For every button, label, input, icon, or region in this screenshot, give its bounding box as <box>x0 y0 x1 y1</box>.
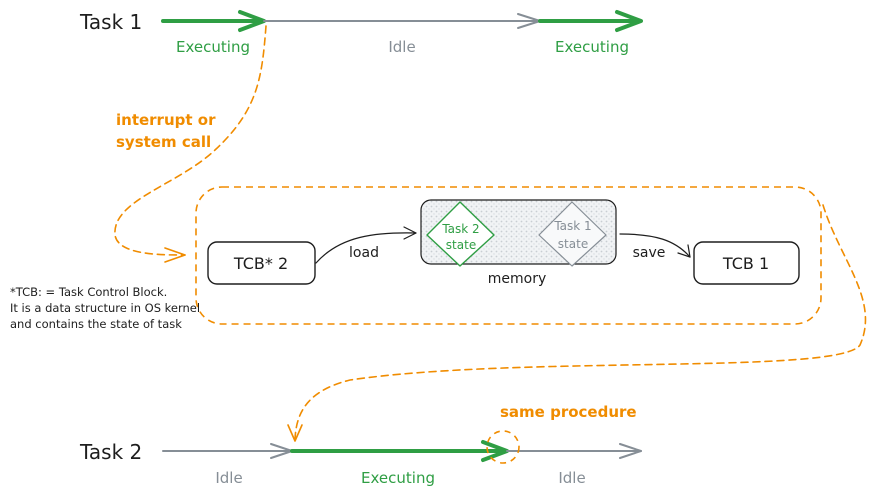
resume-dashed-arrow <box>294 204 867 441</box>
task2-executing-arrow <box>290 440 509 462</box>
footnote-line2: It is a data structure in OS kernel <box>10 301 200 315</box>
task2-idle-arrow-2 <box>506 443 642 459</box>
task2-segment-executing: Executing <box>361 469 435 487</box>
task1-segment-executing-1: Executing <box>176 38 250 56</box>
interrupt-label-line1: interrupt or <box>116 111 216 129</box>
footnote-line3: and contains the state of task <box>10 317 182 331</box>
task1-label: Task 1 <box>79 10 142 34</box>
resume-arrowhead <box>287 424 303 442</box>
footnote-line1: *TCB: = Task Control Block. <box>10 285 167 299</box>
interrupt-label-line2: system call <box>116 133 211 151</box>
task1-segment-idle: Idle <box>388 38 415 56</box>
tcb1-label: TCB 1 <box>722 254 769 273</box>
task2-label: Task 2 <box>79 440 142 464</box>
task1-segment-executing-2: Executing <box>555 38 629 56</box>
task2-state-line2: state <box>446 238 476 252</box>
same-procedure-circle <box>486 430 520 464</box>
task1-executing-arrow-2 <box>538 10 643 32</box>
task2-idle-arrow-1 <box>162 443 293 459</box>
tcb1-box <box>693 241 800 285</box>
memory-label: memory <box>488 271 547 287</box>
task1-state-line2: state <box>558 237 588 251</box>
task1-executing-arrow-1 <box>161 10 266 32</box>
same-procedure-label: same procedure <box>500 403 637 421</box>
load-label: load <box>349 245 379 261</box>
load-arrow <box>315 232 417 264</box>
task1-state-diamond <box>538 201 607 267</box>
save-label: save <box>633 245 666 261</box>
interrupt-dashed-arrow <box>114 25 267 256</box>
task1-idle-arrow <box>263 13 541 29</box>
tcb2-box <box>207 241 316 285</box>
tcb2-label: TCB* 2 <box>233 254 288 273</box>
save-arrow <box>619 233 691 258</box>
task2-state-line1: Task 2 <box>441 222 479 236</box>
interrupt-arrowhead <box>164 247 186 263</box>
load-arrowhead <box>403 226 417 240</box>
task2-segment-idle-1: Idle <box>215 469 242 487</box>
context-switch-container <box>195 186 822 325</box>
save-arrowhead <box>677 244 691 258</box>
task1-state-line1: Task 1 <box>553 219 591 233</box>
task2-state-diamond <box>426 201 495 267</box>
task2-segment-idle-2: Idle <box>558 469 585 487</box>
